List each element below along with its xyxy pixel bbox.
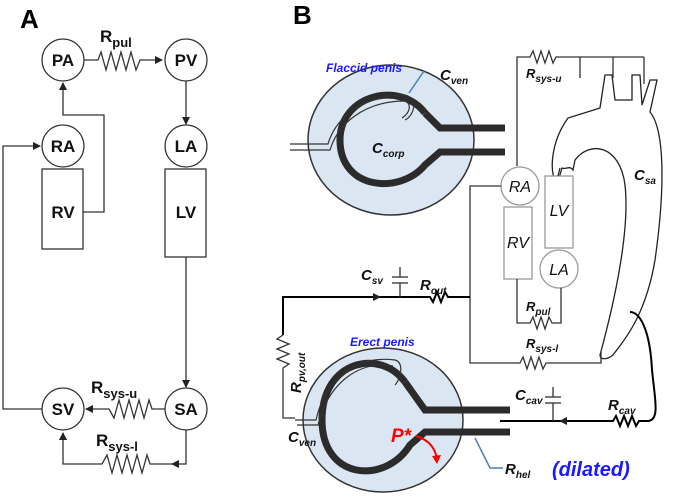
csa-sub: sa: [645, 176, 657, 187]
ccorp-sub: corp: [383, 149, 405, 160]
pressure-label: P*: [391, 426, 413, 447]
svg-text:Rsys-u: Rsys-u: [91, 378, 137, 401]
rpv-out-label: R: [288, 382, 305, 393]
rsys-u-sub-a: sys-u: [103, 386, 137, 401]
rsys-l-resistor-a: Rsys-l: [59, 430, 187, 476]
ccav-sub: cav: [526, 396, 544, 407]
svg-text:Csa: Csa: [634, 167, 656, 187]
node-ra-label: RA: [51, 137, 76, 156]
rpul-sub-b: pul: [534, 307, 550, 318]
node-sv-label: SV: [52, 400, 75, 419]
rsys-u-resistor-b: Rsys-u: [516, 48, 645, 166]
cven-top-label: C: [440, 67, 452, 84]
svg-text:Rsys-l: Rsys-l: [96, 431, 138, 454]
rsys-u-sub-b: sys-u: [535, 74, 561, 85]
cven-top-sub: ven: [451, 76, 468, 87]
svg-text:Rpul: Rpul: [100, 27, 132, 50]
rsys-u-resistor-a: Rsys-u: [85, 378, 165, 421]
rsys-u-label-a: R: [91, 378, 103, 397]
svg-text:Rpul: Rpul: [526, 299, 551, 318]
svg-text:Rsys-u: Rsys-u: [526, 66, 562, 85]
rsys-l-sub-b: sys-l: [535, 344, 558, 355]
rpul-sub-a: pul: [112, 35, 132, 50]
rcav-sub: cav: [619, 406, 637, 417]
node-la-label: LA: [175, 137, 198, 156]
node-rv-label: RV: [51, 203, 75, 222]
rhel-sub: hel: [516, 470, 531, 481]
panel-a-label: A: [20, 4, 39, 34]
rv-to-pa-arrow: [59, 82, 105, 213]
svg-text:Cven: Cven: [440, 67, 468, 87]
ccorp-label: C: [372, 140, 384, 157]
cavernosal-inflow-line: Ccav Rcav: [500, 311, 657, 429]
panel-b-label: B: [293, 0, 312, 30]
rpv-out-resistor: Rpv,out: [275, 334, 308, 419]
sv-to-ra-arrow: [2, 142, 42, 410]
node-ra-b-label: RA: [509, 179, 531, 196]
node-pv-label: PV: [175, 51, 198, 70]
node-pa-label: PA: [52, 51, 74, 70]
erect-penis: Erect penis P* Cven: [288, 335, 510, 493]
node-la: [164, 124, 208, 168]
cven-bottom-label: C: [288, 429, 300, 446]
cven-pointer: [408, 70, 425, 94]
aorta-shape: [551, 74, 663, 360]
node-rv: [41, 168, 84, 250]
node-ra: [41, 124, 85, 168]
rcav-label: R: [608, 397, 619, 414]
cven-bottom-sub: ven: [299, 438, 316, 449]
node-la-b: [539, 249, 579, 289]
svg-text:Rsys-l: Rsys-l: [526, 336, 558, 355]
rhel-label: R: [505, 461, 516, 478]
rsys-l-resistor-b: Rsys-l: [469, 185, 602, 372]
node-pa: [41, 38, 85, 82]
aorta: Csa: [551, 74, 663, 360]
rout-sub: out: [431, 286, 447, 297]
rsys-u-label-b: R: [526, 66, 536, 81]
rpul-resistor-b: Rpul: [516, 279, 562, 332]
dilated-label: (dilated): [552, 459, 630, 481]
node-sa-label: SA: [174, 400, 198, 419]
flaccid-label: Flaccid penis: [326, 61, 402, 75]
svg-text:Cven: Cven: [288, 429, 316, 449]
node-la-b-label: LA: [549, 262, 569, 279]
csv-sub: sv: [372, 276, 385, 287]
rsys-l-sub-a: sys-l: [108, 439, 138, 454]
flaccid-penis: Flaccid penis Cven Ccorp: [290, 61, 505, 216]
node-lv-b-label: LV: [550, 203, 570, 220]
rsys-l-label-b: R: [526, 336, 536, 351]
panel-b: B Flaccid penis Cven Ccorp Csa Rsys-u RA…: [275, 0, 663, 493]
node-rv-b-label: RV: [507, 235, 530, 252]
svg-text:Rcav: Rcav: [608, 397, 637, 417]
svg-text:Rout: Rout: [420, 277, 447, 297]
rpul-label-b: R: [526, 299, 536, 314]
svg-text:Csv: Csv: [361, 267, 384, 287]
rhel-pointer: [474, 437, 503, 469]
rpul-resistor-a: Rpul: [84, 27, 163, 73]
node-rv-b: [503, 206, 533, 280]
csa-label: C: [634, 167, 646, 184]
erect-label: Erect penis: [350, 335, 415, 349]
ccav-label: C: [515, 387, 527, 404]
svg-text:Ccav: Ccav: [515, 387, 544, 407]
panel-a: A Rpul PA PV RA RV LA LV SV SA: [2, 4, 208, 476]
node-lv-b: [544, 175, 574, 249]
venous-return-line: Csv Rout: [282, 267, 470, 335]
svg-text:Ccorp: Ccorp: [372, 140, 405, 160]
rout-label: R: [420, 277, 431, 294]
rpul-label-a: R: [100, 27, 112, 46]
rpv-out-sub: pv,out: [297, 352, 308, 383]
erect-corpus-vessel: [318, 359, 510, 475]
rsys-l-label-a: R: [96, 431, 108, 450]
svg-text:Rhel: Rhel: [505, 461, 531, 481]
svg-text:Rpv,out: Rpv,out: [288, 352, 308, 393]
csv-label: C: [361, 267, 373, 284]
flaccid-tissue: [307, 64, 475, 216]
node-lv-label: LV: [176, 203, 197, 222]
